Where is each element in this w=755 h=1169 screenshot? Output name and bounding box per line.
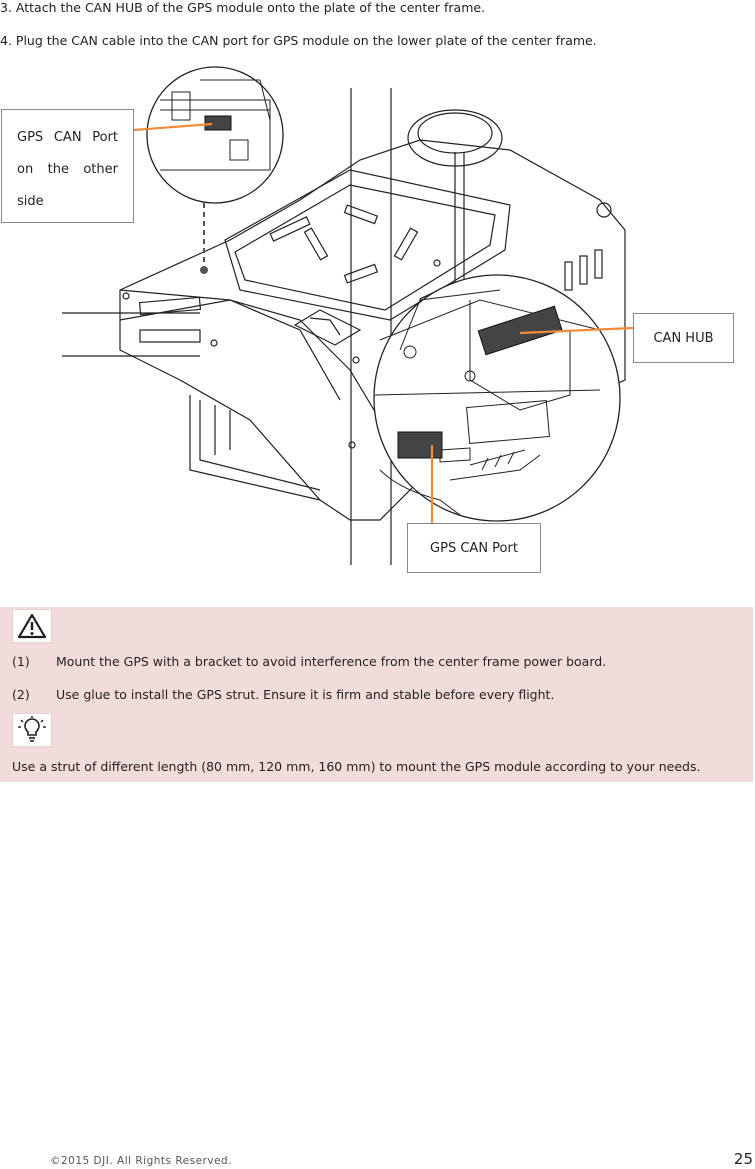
callout-gps-can-port: GPS CAN Port bbox=[407, 523, 541, 573]
page-number: 25 bbox=[733, 1150, 753, 1168]
warning-icon-box bbox=[12, 609, 52, 643]
step-3-text: 3. Attach the CAN HUB of the GPS module … bbox=[0, 0, 486, 15]
note-text: Use glue to install the GPS strut. Ensur… bbox=[56, 687, 555, 702]
callout-can-hub: CAN HUB bbox=[633, 313, 734, 363]
tip-icon-box bbox=[12, 713, 52, 747]
note-number: (2) bbox=[12, 687, 30, 702]
lightbulb-icon bbox=[18, 716, 46, 742]
step-4-text: 4. Plug the CAN cable into the CAN port … bbox=[0, 33, 597, 48]
callout-gps-can-port-other-side: GPS CAN Port on the other side bbox=[1, 109, 134, 223]
frame-illustration bbox=[62, 66, 634, 565]
note-number: (1) bbox=[12, 654, 30, 669]
warning-triangle-icon bbox=[17, 613, 47, 639]
notes-panel: (1) Mount the GPS with a bracket to avoi… bbox=[0, 607, 753, 782]
note-text: Mount the GPS with a bracket to avoid in… bbox=[56, 654, 607, 669]
assembly-figure bbox=[0, 58, 755, 588]
tip-text: Use a strut of different length (80 mm, … bbox=[12, 759, 701, 774]
copyright-footer: ©2015 DJI. All Rights Reserved. bbox=[50, 1155, 233, 1167]
